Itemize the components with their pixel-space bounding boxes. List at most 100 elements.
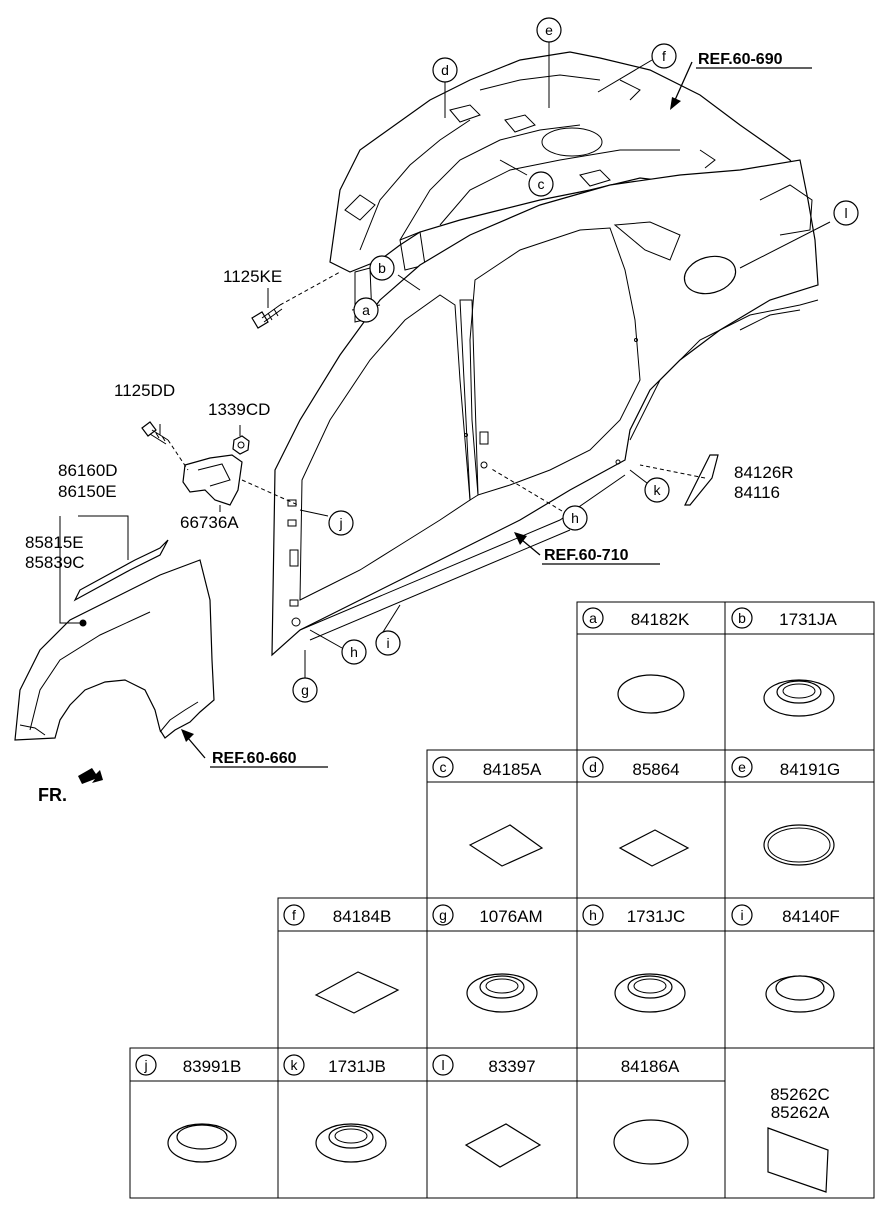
table-cell-e: e 84191G xyxy=(731,756,841,866)
callout-circles: a b c d e f l k h j h i g xyxy=(292,17,859,703)
diamond-pad-icon xyxy=(314,971,400,1014)
table-cell-f: f 84184B xyxy=(283,904,400,1014)
table-cell-d: d 85864 xyxy=(582,756,690,867)
part-1731ja: 1731JA xyxy=(779,610,837,629)
callout-h-upper: h xyxy=(562,505,588,531)
svg-text:j: j xyxy=(143,1057,147,1073)
callout-a: a xyxy=(353,297,379,323)
svg-text:k: k xyxy=(654,482,662,498)
bracket-66736a xyxy=(182,454,243,506)
label-1339cd: 1339CD xyxy=(208,400,270,419)
svg-text:g: g xyxy=(439,907,447,923)
table-cell-k: k 1731JB xyxy=(283,1054,387,1163)
svg-text:g: g xyxy=(301,682,309,698)
callout-h-lower: h xyxy=(341,639,367,665)
ref-60-690: REF.60-690 xyxy=(698,51,783,68)
table-cell-l: l 83397 xyxy=(432,1054,542,1168)
nut-1339cd xyxy=(232,435,250,455)
front-arrow-icon xyxy=(78,768,103,784)
svg-text:j: j xyxy=(338,515,342,531)
callout-k: k xyxy=(644,477,670,503)
ref-60-660: REF.60-660 xyxy=(212,750,297,767)
label-1125ke: 1125KE xyxy=(223,267,282,286)
table-cell-b: b 1731JA xyxy=(731,607,837,717)
callout-d: d xyxy=(432,57,458,83)
panel-84126r xyxy=(684,454,719,506)
label-66736a: 66736A xyxy=(180,513,239,532)
callout-i: i xyxy=(375,630,401,656)
svg-text:a: a xyxy=(589,610,597,626)
reference-labels: REF.60-690 REF.60-710 REF.60-660 FR. xyxy=(38,51,812,805)
front-label: FR. xyxy=(38,785,67,805)
callout-l: l xyxy=(833,200,859,226)
part-83397: 83397 xyxy=(488,1057,535,1076)
part-1076am: 1076AM xyxy=(479,907,542,926)
ring-plug-icon xyxy=(763,824,835,866)
label-1125dd: 1125DD xyxy=(114,381,175,400)
part-1731jb: 1731JB xyxy=(328,1057,386,1076)
diamond-pad-icon xyxy=(618,829,690,867)
svg-text:f: f xyxy=(292,907,296,923)
rear-floor-assembly xyxy=(329,51,801,323)
label-85839c: 85839C xyxy=(25,553,85,572)
front-fender xyxy=(14,559,215,741)
svg-text:e: e xyxy=(738,759,746,775)
grommet-icon xyxy=(614,973,686,1013)
table-cell-i: i 84140F xyxy=(731,904,840,1013)
table-cell-h: h 1731JC xyxy=(582,904,686,1013)
bolt-1125ke xyxy=(251,304,283,329)
part-84185a: 84185A xyxy=(483,760,542,779)
part-83991b: 83991B xyxy=(183,1057,242,1076)
leader-lines xyxy=(59,42,831,678)
grommet-icon xyxy=(466,973,538,1013)
label-sheet-icon xyxy=(767,1127,829,1193)
svg-text:d: d xyxy=(589,759,597,775)
grommet-icon xyxy=(763,679,835,717)
svg-text:k: k xyxy=(291,1057,299,1073)
part-1731jc: 1731JC xyxy=(627,907,686,926)
svg-text:i: i xyxy=(386,635,389,651)
part-84191g: 84191G xyxy=(780,760,841,779)
dome-plug-icon xyxy=(765,975,835,1013)
ref-arrows xyxy=(181,61,693,759)
bolt-1125dd xyxy=(141,421,169,445)
diamond-pad-icon xyxy=(468,824,544,867)
label-84116: 84116 xyxy=(734,483,780,502)
callout-g: g xyxy=(292,677,318,703)
callout-f: f xyxy=(651,43,677,69)
svg-text:i: i xyxy=(740,907,743,923)
svg-text:c: c xyxy=(538,176,545,192)
label-84126r: 84126R xyxy=(734,463,794,482)
svg-text:h: h xyxy=(571,510,579,526)
svg-text:l: l xyxy=(441,1057,444,1073)
part-labels: 1125KE 1125DD 1339CD 86160D 86150E 85815… xyxy=(25,267,794,572)
parts-table xyxy=(129,601,875,1199)
callout-j: j xyxy=(328,510,354,536)
part-85262c: 85262C xyxy=(770,1085,830,1104)
diamond-pad-icon xyxy=(464,1123,542,1168)
svg-text:a: a xyxy=(362,302,370,318)
table-cell-c: c 84185A xyxy=(432,756,544,867)
table-cell-j: j 83991B xyxy=(135,1054,242,1163)
callout-b: b xyxy=(369,255,395,281)
table-cell-a: a 84182K xyxy=(582,607,690,714)
label-86150e: 86150E xyxy=(58,482,117,501)
callout-e: e xyxy=(536,17,562,43)
side-outer-panel xyxy=(271,159,819,657)
part-84182k: 84182K xyxy=(631,610,690,629)
dome-plug-icon xyxy=(167,1123,237,1163)
table-cell-84186a: 84186A xyxy=(613,1057,689,1165)
grommet-icon xyxy=(315,1123,387,1163)
oval-plug-icon xyxy=(613,1119,689,1165)
svg-text:b: b xyxy=(378,260,386,276)
svg-text:c: c xyxy=(440,759,447,775)
label-86160d: 86160D xyxy=(58,461,118,480)
svg-text:d: d xyxy=(441,62,449,78)
svg-text:l: l xyxy=(844,205,847,221)
oval-plug-icon xyxy=(617,674,685,714)
part-85262a: 85262A xyxy=(771,1103,830,1122)
part-85864: 85864 xyxy=(632,760,679,779)
svg-text:e: e xyxy=(545,22,553,38)
svg-text:h: h xyxy=(350,644,358,660)
